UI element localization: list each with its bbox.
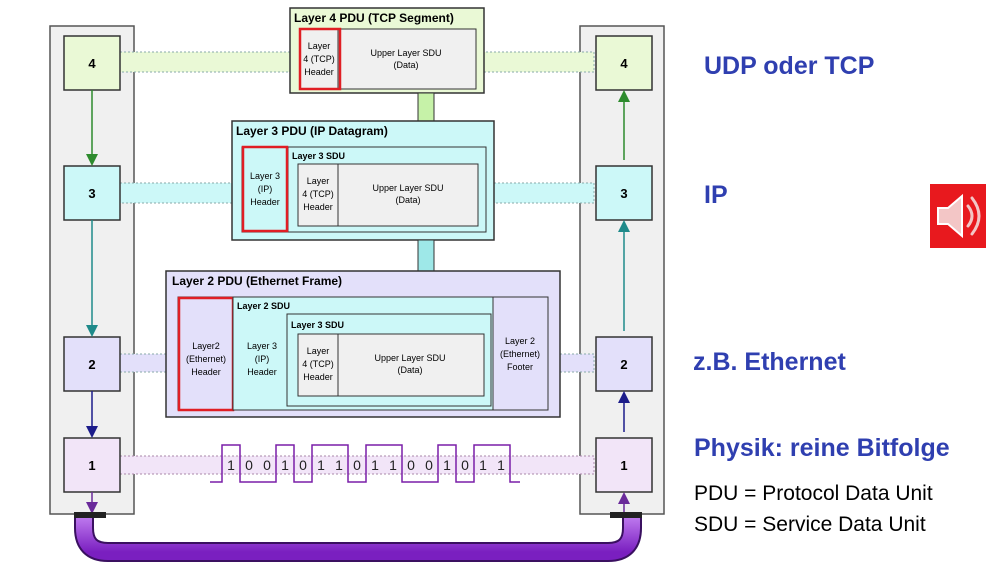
- bit-digit: 0: [299, 457, 307, 473]
- label-ip: IP: [704, 181, 728, 209]
- right-layer1-label: 1: [620, 458, 627, 473]
- speaker-icon[interactable]: [930, 184, 986, 248]
- layer3-data-line2: (Data): [395, 195, 420, 205]
- l4-connector-left: [119, 51, 301, 73]
- layer2-footer-line1: Layer 2: [505, 336, 535, 346]
- speaker-glyph: [937, 193, 981, 239]
- layer3-header-line3: Header: [250, 197, 280, 207]
- right-cable-plug: [610, 512, 642, 518]
- label-pdu-definition: PDU = Protocol Data Unit: [694, 482, 933, 505]
- physical-cable: [76, 516, 640, 560]
- left-layer2-label: 2: [88, 357, 95, 372]
- left-layer4-box: [63, 35, 121, 91]
- layer3-l4-header-line2: 4 (TCP): [302, 189, 334, 199]
- layer2-header-line1: Layer2: [192, 341, 220, 351]
- bit-digit: 0: [263, 457, 271, 473]
- bit-digit: 0: [461, 457, 469, 473]
- bit-digit: 1: [317, 457, 325, 473]
- layer2-data-line1: Upper Layer SDU: [374, 353, 445, 363]
- layer4-header-line1: Layer: [308, 41, 331, 51]
- layer3-l4-header-line1: Layer: [307, 176, 330, 186]
- label-ethernet: z.B. Ethernet: [693, 348, 846, 376]
- layer2-l4-header-line3: Header: [303, 372, 333, 382]
- layer2-header-line3: Header: [191, 367, 221, 377]
- bit-digit: 1: [497, 457, 505, 473]
- layer4-pdu-content: [299, 28, 477, 90]
- layer2-pdu-title: Layer 2 PDU (Ethernet Frame): [172, 274, 342, 288]
- bit-digit: 0: [245, 457, 253, 473]
- right-layer3-label: 3: [620, 186, 627, 201]
- layer2-footer-line3: Footer: [507, 362, 533, 372]
- label-physik: Physik: reine Bitfolge: [694, 434, 950, 462]
- bit-digit: 1: [227, 457, 235, 473]
- bit-digit: 1: [443, 457, 451, 473]
- layer2-inner-sdu-label: Layer 3 SDU: [291, 320, 344, 330]
- layer4-header-line2: 4 (TCP): [303, 54, 335, 64]
- bit-digit: 1: [335, 457, 343, 473]
- layer3-header-line2: (IP): [258, 184, 273, 194]
- label-udp-tcp: UDP oder TCP: [704, 52, 875, 80]
- layer4-data-line1: Upper Layer SDU: [370, 48, 441, 58]
- layer2-l4-header-line2: 4 (TCP): [302, 359, 334, 369]
- layer4-header-line3: Header: [304, 67, 334, 77]
- layer2-footer-line2: (Ethernet): [500, 349, 540, 359]
- bit-digit: 0: [353, 457, 361, 473]
- left-layer1-label: 1: [88, 458, 95, 473]
- l3-connector-left: [119, 182, 233, 204]
- right-layer4-label: 4: [620, 56, 628, 71]
- bit-digit: 0: [425, 457, 433, 473]
- left-layer3-label: 3: [88, 186, 95, 201]
- bit-digit: 1: [371, 457, 379, 473]
- right-layer4-box: [595, 35, 653, 91]
- bit-digit: 1: [389, 457, 397, 473]
- layer2-header-line2: (Ethernet): [186, 354, 226, 364]
- label-sdu-definition: SDU = Service Data Unit: [694, 513, 926, 536]
- layer2-sdu-label: Layer 2 SDU: [237, 301, 290, 311]
- l2-connector-left: [119, 353, 173, 373]
- l3-connector-right: [489, 182, 595, 204]
- layer4-data-line2: (Data): [393, 60, 418, 70]
- layer2-l3-header-line2: (IP): [255, 354, 270, 364]
- layer3-data-line1: Upper Layer SDU: [372, 183, 443, 193]
- layer3-pdu-title: Layer 3 PDU (IP Datagram): [236, 124, 388, 138]
- layer4-pdu-title: Layer 4 PDU (TCP Segment): [294, 11, 454, 25]
- left-layer2-box: [63, 336, 121, 392]
- layer2-data-line2: (Data): [397, 365, 422, 375]
- l4-connector-right: [481, 51, 595, 73]
- layer3-l4-header-line3: Header: [303, 202, 333, 212]
- bit-digit: 1: [281, 457, 289, 473]
- layer4-header-highlight: [298, 27, 342, 91]
- bit-waveform-line: [210, 444, 520, 483]
- layer2-l3-header-line1: Layer 3: [247, 341, 277, 351]
- left-layer4-label: 4: [88, 56, 96, 71]
- l1-connector: [119, 455, 595, 475]
- layer2-l4-header-line1: Layer: [307, 346, 330, 356]
- layer3-sdu-label: Layer 3 SDU: [292, 151, 345, 161]
- left-layer1-box: [63, 437, 121, 493]
- l2-connector-right: [559, 353, 595, 373]
- layer2-inner-content: [297, 333, 485, 397]
- layer2-l3-header-line3: Header: [247, 367, 277, 377]
- bit-digit: 1: [479, 457, 487, 473]
- bit-digit: 0: [407, 457, 415, 473]
- layer3-header-line1: Layer 3: [250, 171, 280, 181]
- right-layer2-box: [595, 336, 653, 392]
- right-layer3-box: [595, 165, 653, 221]
- right-layer2-label: 2: [620, 357, 627, 372]
- left-layer3-box: [63, 165, 121, 221]
- right-layer1-box: [595, 437, 653, 493]
- layer3-header-highlight: [241, 145, 289, 233]
- left-cable-plug: [74, 512, 106, 518]
- right-stack-frame: [579, 25, 665, 515]
- layer3-sdu-content: [297, 163, 479, 227]
